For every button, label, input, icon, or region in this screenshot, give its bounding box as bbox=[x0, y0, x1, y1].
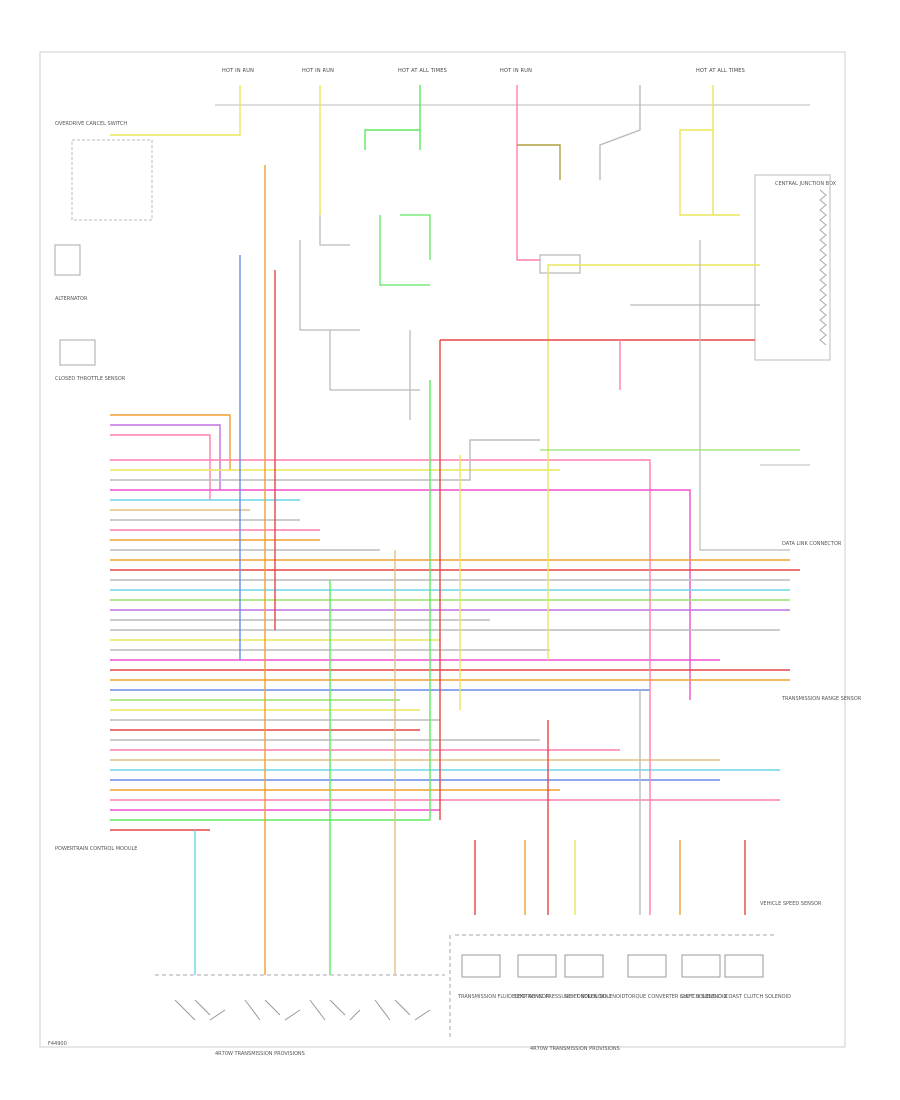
transmission-harness-verticals bbox=[194, 165, 746, 975]
closed-throttle-label: CLOSED THROTTLE SENSOR bbox=[55, 376, 126, 382]
pcm-harness-wires bbox=[110, 414, 800, 831]
top-vertical-wires bbox=[110, 85, 740, 261]
overdrive-cancel-label: OVERDRIVE CANCEL SWITCH bbox=[55, 121, 127, 127]
fuse-label-2: HOT IN RUN bbox=[302, 68, 334, 74]
fuse-label-3: HOT AT ALL TIMES bbox=[398, 68, 447, 74]
fuse-label-4: HOT IN RUN bbox=[500, 68, 532, 74]
bottom-comp-2: ELECTRONIC PRESSURE CONTROL SOLENOID bbox=[512, 994, 625, 1000]
footer-code: F44900 bbox=[48, 1041, 67, 1047]
trs-label: TRANSMISSION RANGE SENSOR bbox=[781, 696, 862, 702]
bottom-comp-3: SHIFT SOLENOID 1 bbox=[565, 994, 612, 1000]
vss-label: VEHICLE SPEED SENSOR bbox=[760, 901, 822, 907]
bottom-components bbox=[461, 954, 764, 978]
bottom-right-caption: 4R70W TRANSMISSION PROVISIONS bbox=[530, 1046, 620, 1052]
bottom-left-components bbox=[174, 999, 431, 1021]
pcm-label: POWERTRAIN CONTROL MODULE bbox=[55, 846, 137, 852]
diagram-frame bbox=[39, 51, 846, 1048]
pcm-connector bbox=[54, 244, 96, 366]
bottom-comp-6: COAST CLUTCH SOLENOID bbox=[725, 994, 791, 1000]
left-labels: OVERDRIVE CANCEL SWITCH ALTERNATOR CLOSE… bbox=[55, 121, 137, 852]
bottom-comp-4: TORQUE CONVERTER CLUTCH SOLENOID bbox=[624, 994, 727, 1000]
fuse-label-5: HOT AT ALL TIMES bbox=[696, 68, 745, 74]
overdrive-switch bbox=[71, 139, 153, 221]
bottom-comp-1: TRANSMISSION FLUID TEMP SENSOR bbox=[457, 994, 550, 1000]
central-junction-label: CENTRAL JUNCTION BOX bbox=[775, 181, 837, 187]
alternator-label: ALTERNATOR bbox=[55, 296, 88, 302]
right-labels: CENTRAL JUNCTION BOX DATA LINK CONNECTOR… bbox=[760, 181, 862, 907]
data-link-label: DATA LINK CONNECTOR bbox=[782, 541, 842, 547]
bottom-comp-5: SHIFT SOLENOID 2 bbox=[680, 994, 727, 1000]
fuse-label-1: HOT IN RUN bbox=[222, 68, 254, 74]
top-fuse-labels: HOT IN RUN HOT IN RUN HOT AT ALL TIMES H… bbox=[222, 68, 745, 74]
central-junction-box bbox=[754, 174, 831, 361]
bottom-left-caption: 4R70W TRANSMISSION PROVISIONS bbox=[215, 1051, 305, 1057]
